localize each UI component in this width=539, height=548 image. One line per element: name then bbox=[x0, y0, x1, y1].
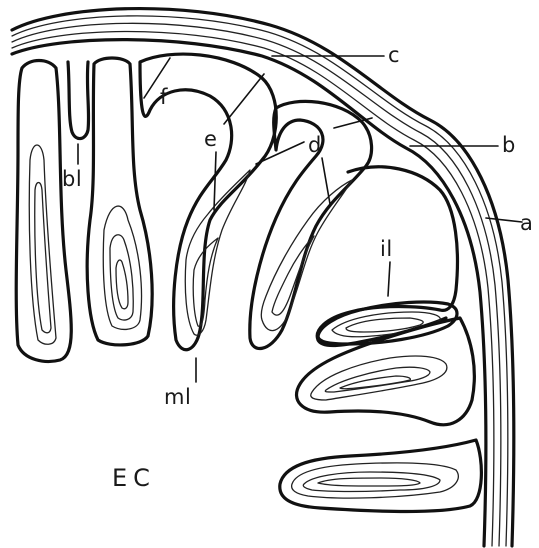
label-d: d bbox=[308, 133, 322, 157]
capsule-inner-edge bbox=[12, 40, 486, 546]
label-bl: bl bbox=[62, 167, 82, 191]
leader-e-1 bbox=[224, 74, 264, 124]
leader-d-1 bbox=[256, 142, 304, 164]
blind-lamella-outline bbox=[68, 62, 89, 139]
leader-d-2 bbox=[322, 158, 330, 204]
lamella-1 bbox=[16, 61, 71, 362]
label-b: b bbox=[502, 133, 516, 157]
leader-il bbox=[388, 262, 390, 296]
leader-a bbox=[486, 218, 522, 222]
blind-lamella bbox=[68, 62, 89, 139]
label-ec: EC bbox=[112, 464, 156, 492]
lamella-6-outline bbox=[297, 318, 475, 425]
lamella-6 bbox=[297, 318, 475, 425]
label-ml: ml bbox=[164, 385, 191, 409]
leader-lines bbox=[78, 56, 522, 382]
label-e: e bbox=[204, 127, 217, 151]
label-il: il bbox=[380, 237, 393, 261]
label-a: a bbox=[520, 211, 533, 235]
label-f: f bbox=[160, 85, 168, 109]
leader-e-2 bbox=[214, 152, 216, 210]
label-c: c bbox=[388, 43, 400, 67]
lamella-7 bbox=[280, 440, 482, 512]
lamella-7-outline bbox=[280, 440, 482, 512]
